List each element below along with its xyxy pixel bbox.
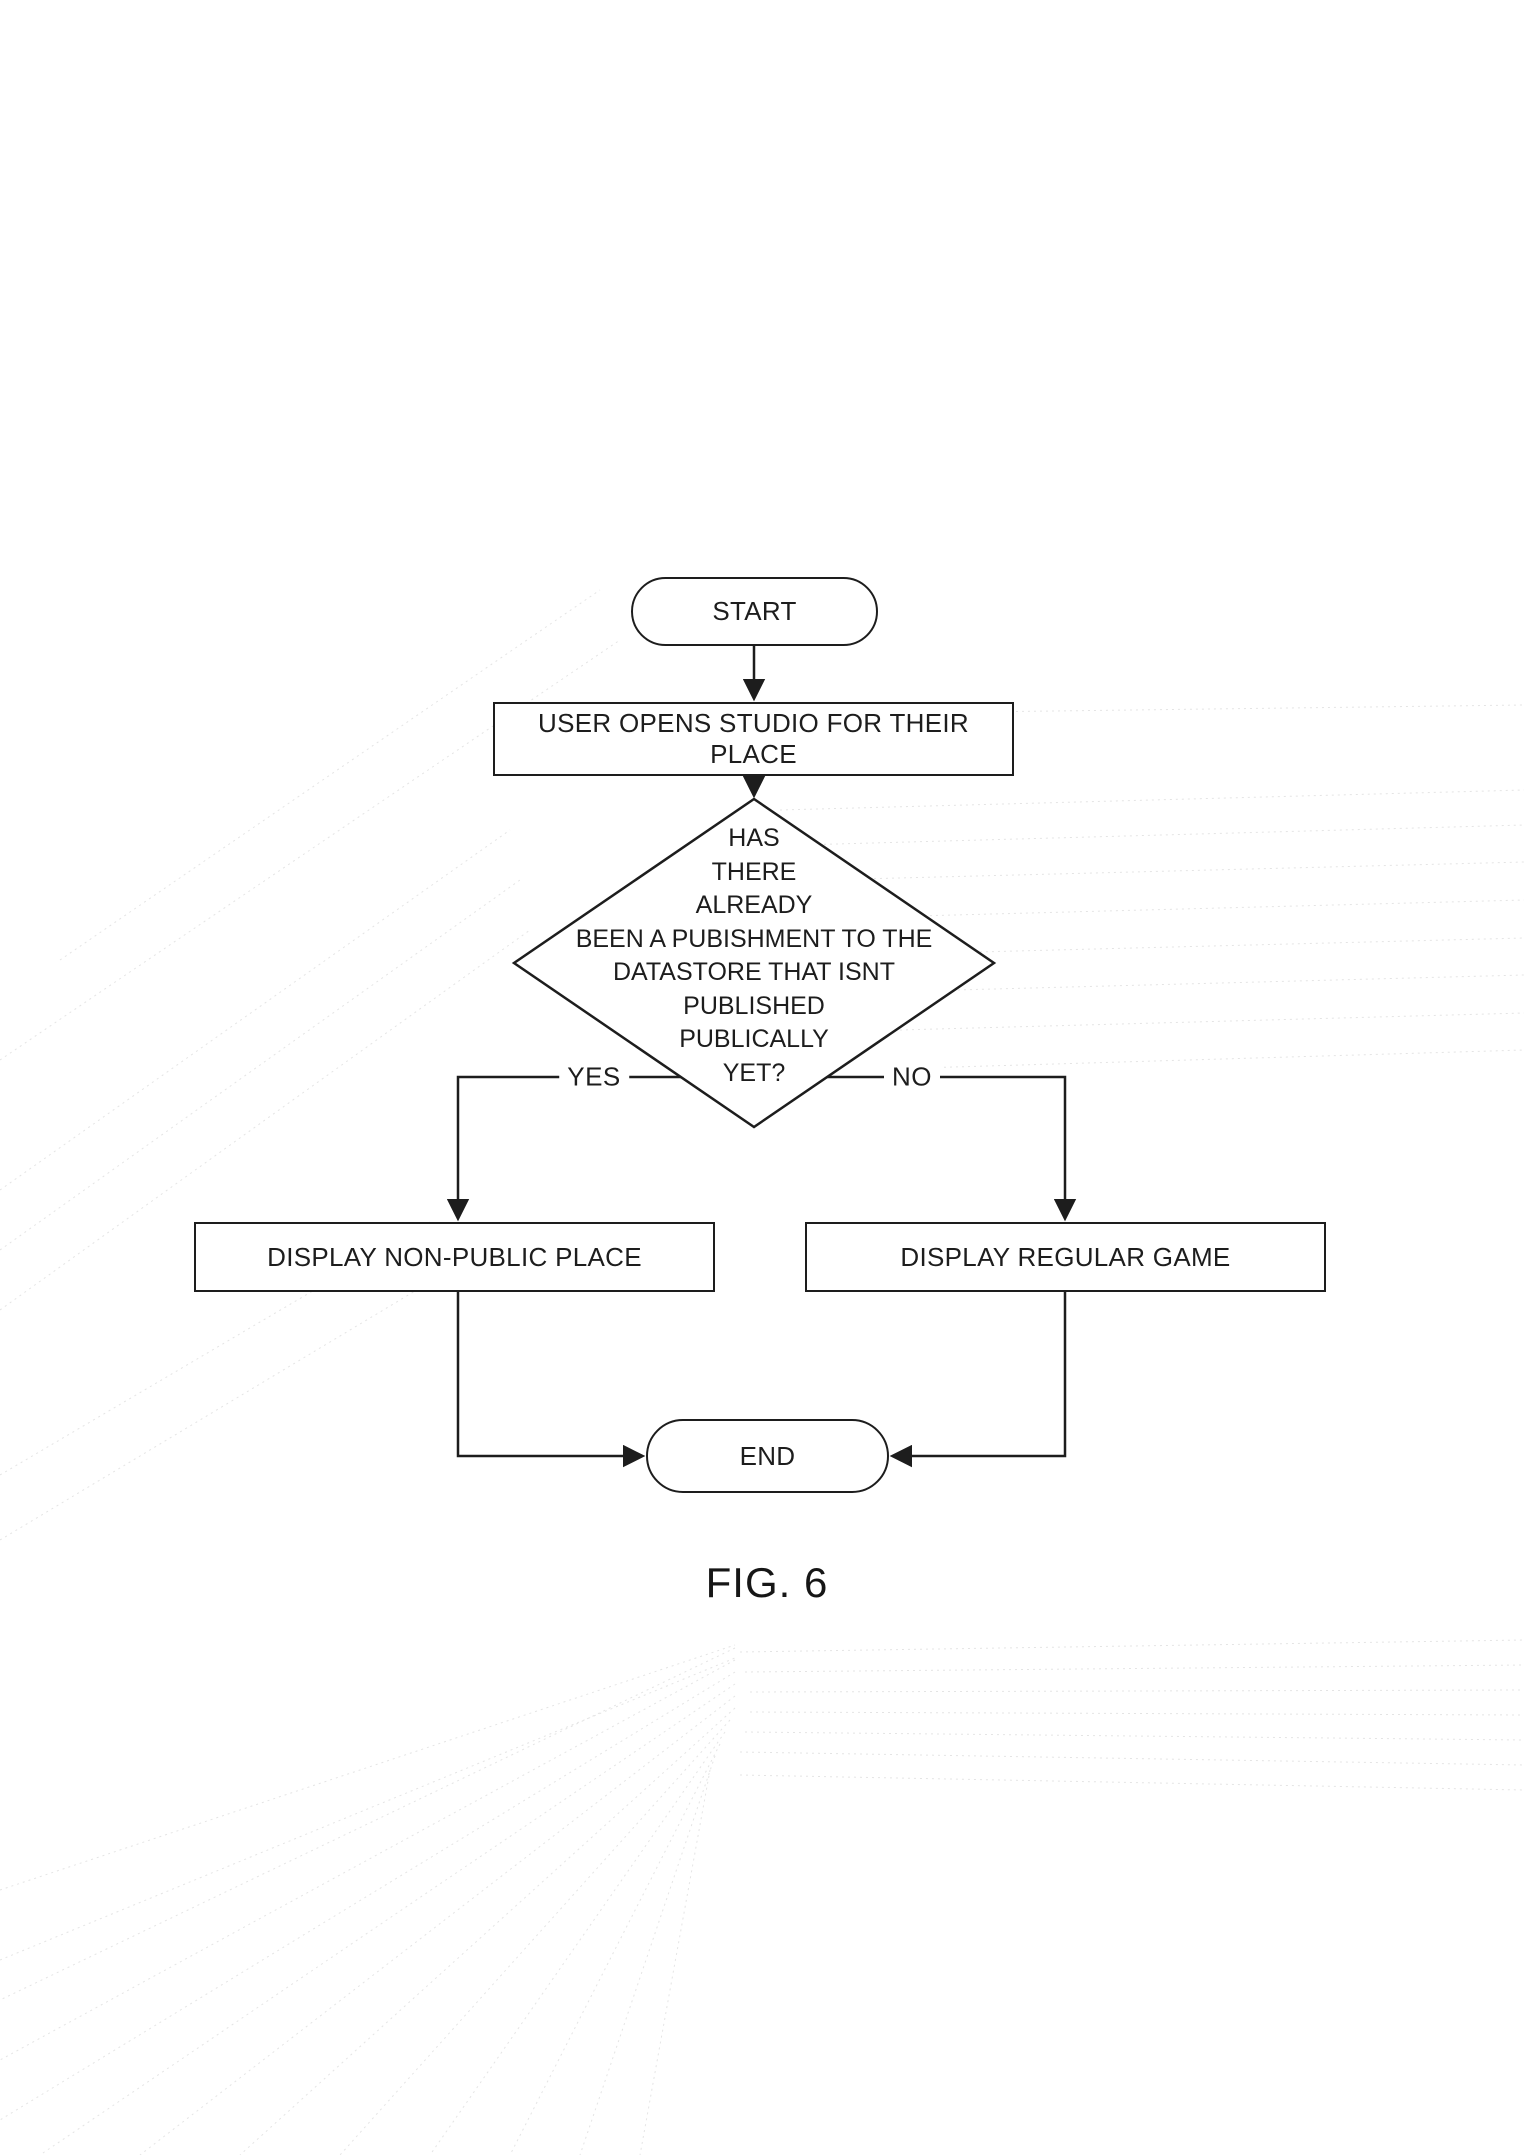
decision-node-label: HAS THERE ALREADY BEEN A PUBISHMENT TO T… [575,824,933,1087]
end-node: END [646,1419,889,1493]
decision-node-shape [511,797,997,1129]
display-non-public-node: DISPLAY NON-PUBLIC PLACE [194,1222,715,1292]
no-branch-label: NO [884,1061,940,1093]
open-studio-node: USER OPENS STUDIO FOR THEIR PLACE [493,702,1014,776]
edge-regular-to-end [889,1292,1067,1468]
edge-non-public-to-end [456,1292,646,1468]
edge-decision-no [827,1075,1077,1222]
display-regular-node: DISPLAY REGULAR GAME [805,1222,1326,1292]
start-node: START [631,577,878,646]
yes-branch-label: YES [559,1061,629,1093]
edge-decision-yes [446,1075,681,1222]
scan-artifact-lines [0,589,1524,2155]
figure-caption: FIG. 6 [705,1559,829,1606]
